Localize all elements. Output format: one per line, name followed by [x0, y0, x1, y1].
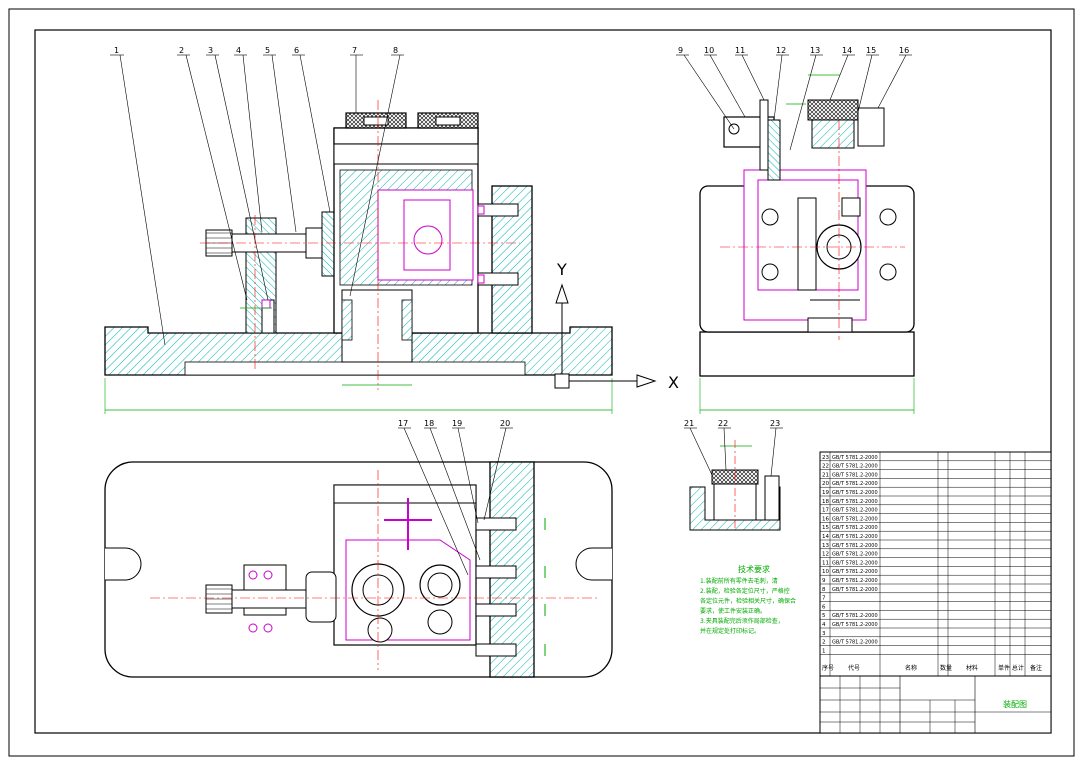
balloon-6: 6: [294, 46, 299, 55]
balloon-9: 9: [678, 46, 683, 55]
bom-row-code: GB/T 5781.2-2000: [832, 552, 878, 558]
bom-row-code: GB/T 5781.2-2000: [832, 481, 878, 487]
tech-note-line-3: 各定位元件，检验相关尺寸，确保合: [700, 597, 796, 605]
outer-frame: [8, 8, 1075, 757]
bom-row-seq: 13: [822, 543, 829, 549]
balloon-10: 10: [704, 46, 714, 55]
balloon-1: 1: [114, 46, 119, 55]
balloon-5: 5: [265, 46, 270, 55]
front-view: [104, 100, 613, 414]
balloon-14: 14: [842, 46, 852, 55]
bom-row-seq: 17: [822, 508, 829, 514]
tech-note-line-1: 1.装配前所有零件去毛刺，清: [700, 577, 778, 585]
bom-header-name: 名称: [905, 664, 917, 672]
bom-row-code: GB/T 5781.2-2000: [832, 543, 878, 549]
tech-note-line-2: 2.装配，检验各定位尺寸，严格控: [700, 587, 790, 595]
balloon-7: 7: [352, 46, 357, 55]
inner-frame: [34, 29, 1052, 734]
detail-view: [689, 440, 781, 531]
bom-header-seq: 序号: [822, 664, 834, 672]
bom-row-code: GB/T 5781.2-2000: [832, 490, 878, 496]
coordinate-axes: Y X: [554, 260, 679, 392]
bom-row-seq: 11: [822, 560, 829, 566]
bom-row-seq: 9: [822, 578, 826, 584]
bom-row-code: GB/T 5781.2-2000: [832, 622, 878, 628]
drawing-name: 装配图: [1003, 699, 1027, 709]
bom-header-note: 备注: [1030, 664, 1042, 672]
bom-row-seq: 16: [822, 516, 829, 522]
bom-row-seq: 3: [822, 631, 826, 637]
balloon-13: 13: [810, 46, 820, 55]
balloon-11: 11: [735, 46, 745, 55]
title-block: 装配图: [819, 675, 1052, 734]
bom-row-code: GB/T 5781.2-2000: [832, 569, 878, 575]
balloon-19: 19: [452, 419, 462, 428]
bom-row-code: GB/T 5781.2-2000: [832, 455, 878, 461]
top-view: [104, 461, 613, 678]
bom-row-seq: 23: [822, 455, 829, 461]
bom-row-seq: 12: [822, 552, 829, 558]
bom-row-seq: 2: [822, 640, 826, 646]
bom-row-seq: 15: [822, 525, 829, 531]
balloon-3: 3: [208, 46, 213, 55]
balloon-4: 4: [236, 46, 241, 55]
balloon-8: 8: [393, 46, 398, 55]
side-view: [699, 74, 915, 414]
balloon-23: 23: [770, 419, 780, 428]
tech-note-line-5: 3.夹具装配完后须作局部检查，: [700, 617, 784, 625]
bom-row-seq: 8: [822, 587, 826, 593]
bom-header: 序号 代号 名称 数量 材料 单件 总计 备注: [822, 664, 1042, 672]
bom-row-seq: 6: [822, 604, 826, 610]
balloon-20: 20: [500, 419, 510, 428]
tech-note-line-6: 并在规定处打印标记。: [700, 627, 760, 635]
bom-row-seq: 4: [822, 622, 826, 628]
bom-row-seq: 14: [822, 534, 829, 540]
bom-row-seq: 19: [822, 490, 829, 496]
bom-row-code: GB/T 5781.2-2000: [832, 534, 878, 540]
bom-row-code: GB/T 5781.2-2000: [832, 587, 878, 593]
balloon-labels: 1 2 3 4 5 6 7 8 9 10 11 12 13 14 15 16 1…: [114, 46, 909, 428]
axis-x-label: X: [668, 373, 679, 392]
bom-row-code: GB/T 5781.2-2000: [832, 464, 878, 470]
bom-row-seq: 21: [822, 472, 829, 478]
bom-header-weight: 单件 总计: [998, 664, 1024, 672]
tech-note-line-4: 要求，使工件安装正确。: [700, 607, 766, 615]
bom-row-code: GB/T 5781.2-2000: [832, 578, 878, 584]
balloon-2: 2: [179, 46, 184, 55]
balloon-15: 15: [866, 46, 876, 55]
bom-row-seq: 22: [822, 464, 829, 470]
bom-row-seq: 10: [822, 569, 829, 575]
balloon-18: 18: [424, 419, 434, 428]
bom-row-code: GB/T 5781.2-2000: [832, 525, 878, 531]
balloon-21: 21: [684, 419, 694, 428]
bom-row-code: GB/T 5781.2-2000: [832, 472, 878, 478]
leader-lines: [110, 54, 912, 576]
bom-row-seq: 18: [822, 499, 829, 505]
bom-row-code: GB/T 5781.2-2000: [832, 640, 878, 646]
tech-notes: 技术要求 1.装配前所有零件去毛刺，清 2.装配，检验各定位尺寸，严格控 各定位…: [700, 564, 796, 635]
balloon-22: 22: [718, 419, 728, 428]
bom-row-seq: 1: [822, 648, 826, 654]
bom-row-seq: 5: [822, 613, 826, 619]
balloon-12: 12: [776, 46, 786, 55]
bom-header-code: 代号: [848, 664, 860, 672]
bom-row-code: GB/T 5781.2-2000: [832, 499, 878, 505]
bom-row-code: GB/T 5781.2-2000: [832, 613, 878, 619]
bom-row-seq: 20: [822, 481, 829, 487]
bom-header-qty: 数量: [940, 664, 952, 672]
bom-row-seq: 7: [822, 596, 826, 602]
bom-row-code: GB/T 5781.2-2000: [832, 516, 878, 522]
bom-row-code: GB/T 5781.2-2000: [832, 508, 878, 514]
axis-y-label: Y: [556, 260, 567, 279]
bom-header-material: 材料: [966, 664, 978, 672]
bom-row-code: GB/T 5781.2-2000: [832, 560, 878, 566]
tech-notes-title: 技术要求: [738, 564, 770, 574]
balloon-17: 17: [398, 419, 408, 428]
balloon-16: 16: [899, 46, 909, 55]
